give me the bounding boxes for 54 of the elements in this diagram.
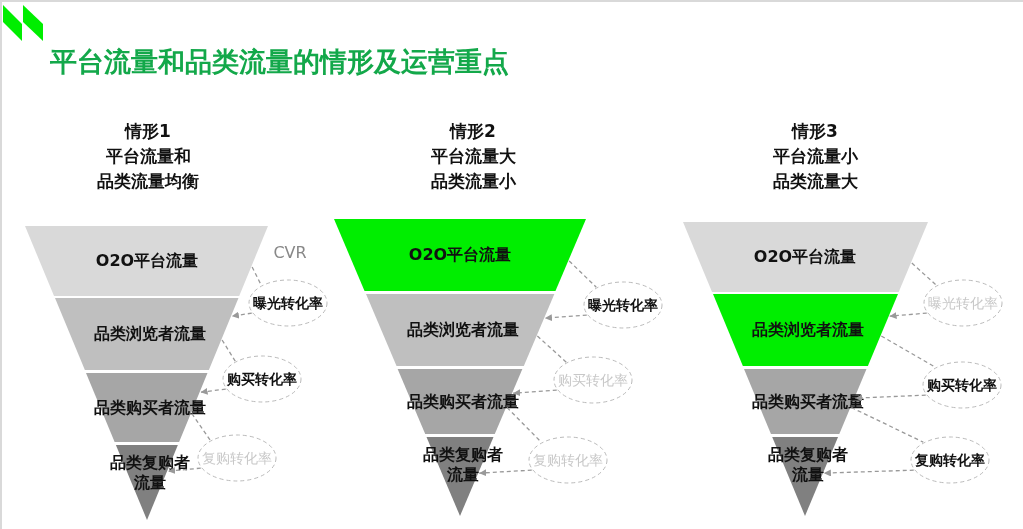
dashed-ellipse <box>910 436 990 484</box>
connector-line <box>880 335 936 368</box>
funnel-band <box>25 226 268 296</box>
band-label: O2O平台流量 <box>752 247 858 267</box>
band-label: O2O平台流量 <box>407 245 513 265</box>
band-label: O2O平台流量 <box>94 251 200 271</box>
arrow <box>888 312 928 320</box>
funnel-band <box>334 219 586 291</box>
arrow <box>512 389 558 397</box>
dashed-ellipse <box>528 436 608 484</box>
dashed-ellipse <box>553 356 633 404</box>
dashed-ellipse <box>197 434 277 482</box>
rate-label: 购买转化率 <box>226 370 298 388</box>
arrow <box>199 387 227 395</box>
dashed-ellipse <box>923 279 1003 327</box>
rate-label: 购买转化率 <box>926 376 998 394</box>
case-heading: 情形2平台流量大品类流量小 <box>429 120 517 193</box>
title: 平台流量和品类流量的情形及运营重点 <box>50 45 509 79</box>
rate-label: 曝光转化率 <box>587 296 659 314</box>
funnel-band <box>54 298 239 370</box>
connector-line <box>536 335 567 363</box>
arrow <box>544 314 588 322</box>
arrow <box>823 469 915 477</box>
dashed-ellipse <box>222 355 302 403</box>
connector-line <box>506 406 542 443</box>
rate-label: 曝光转化率 <box>252 294 324 312</box>
band-label: 品类复购者流量 <box>422 445 504 485</box>
dashed-ellipse <box>248 279 328 327</box>
band-label: 品类浏览者流量 <box>751 320 865 340</box>
funnel-band <box>365 294 555 366</box>
rate-label: 复购转化率 <box>914 451 986 469</box>
arrow <box>231 311 253 319</box>
band-label: 品类浏览者流量 <box>406 320 520 340</box>
funnel-band <box>108 445 192 520</box>
band-label: 品类复购者流量 <box>767 445 849 485</box>
funnel-band <box>766 437 850 516</box>
connector-line <box>221 339 236 362</box>
arrow <box>167 467 202 474</box>
connector-line <box>191 412 211 441</box>
case-heading: 情形3平台流量小品类流量大 <box>771 120 859 193</box>
funnel-band <box>712 294 898 366</box>
cvr-label: CVR <box>273 243 307 262</box>
funnel-band <box>683 222 928 292</box>
band-label: 品类浏览者流量 <box>93 324 207 344</box>
arrow <box>854 394 927 402</box>
dashed-ellipse <box>922 361 1002 409</box>
connector-line <box>251 266 262 286</box>
dashed-ellipse <box>583 281 663 329</box>
arrow <box>478 469 533 477</box>
connector-line <box>850 406 924 443</box>
connector-line <box>568 260 597 288</box>
case-heading: 情形1平台流量和品类流量均衡 <box>96 120 200 193</box>
connector-line <box>911 262 937 286</box>
funnel-band <box>421 437 505 516</box>
